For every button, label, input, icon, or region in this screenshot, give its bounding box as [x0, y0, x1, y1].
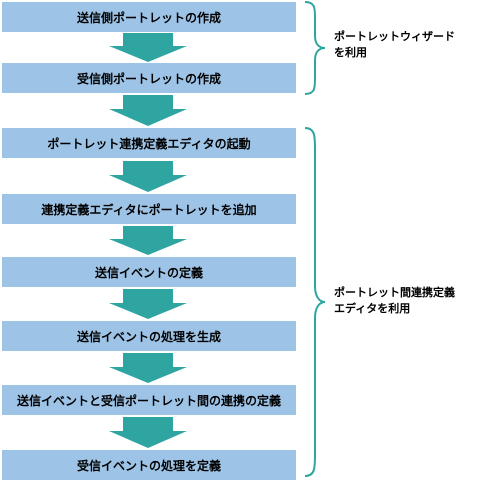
step-box-1: 送信側ポートレットの作成 — [2, 2, 296, 32]
group-note-1: ポートレットウィザード を利用 — [334, 29, 455, 61]
group-note-1-line2: を利用 — [334, 46, 367, 59]
group-note-2-line1: ポートレット間連携定義 — [334, 286, 455, 299]
brace-icon — [304, 1, 326, 95]
brace-icon — [304, 127, 326, 477]
step-box-5: 送信イベントの定義 — [2, 257, 296, 287]
step-box-4: 連携定義エディタにポートレットを追加 — [2, 194, 296, 224]
down-arrow-icon — [109, 417, 187, 448]
down-arrow-icon — [109, 289, 187, 319]
down-arrow-icon — [109, 33, 187, 62]
down-arrow-icon — [109, 226, 187, 255]
down-arrow-icon — [109, 95, 187, 126]
step-box-8: 受信イベントの処理を定義 — [2, 450, 296, 480]
down-arrow-icon — [109, 161, 187, 192]
step-box-6: 送信イベントの処理を生成 — [2, 321, 296, 351]
step-box-2: 受信側ポートレットの作成 — [2, 63, 296, 93]
group-note-1-line1: ポートレットウィザード — [334, 30, 455, 43]
group-note-2: ポートレット間連携定義 エディタを利用 — [334, 285, 455, 317]
group-note-2-line2: エディタを利用 — [334, 302, 411, 315]
step-box-7: 送信イベントと受信ポートレット間の連携の定義 — [2, 385, 296, 415]
down-arrow-icon — [109, 353, 187, 383]
step-box-3: ポートレット連携定義エディタの起動 — [2, 128, 296, 158]
